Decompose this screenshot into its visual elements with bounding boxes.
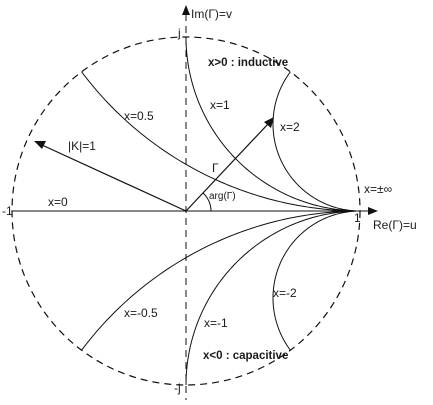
- right-one-label: 1: [354, 211, 361, 225]
- capacitive-label: x<0 : capacitive: [203, 350, 288, 362]
- real-axis-arrowhead: [368, 207, 378, 215]
- reactance-arc-1: [185, 36, 361, 212]
- x-minus-1-label: x=-1: [204, 316, 228, 330]
- x-zero-label: x=0: [48, 195, 68, 209]
- gamma-vector-arrowhead: [264, 117, 274, 128]
- arg-gamma-label: arg(Γ): [209, 191, 236, 202]
- x-0.5-label: x=0.5: [124, 109, 154, 123]
- bottom-minus-j-label: -j: [174, 381, 181, 395]
- im-axis-label: Im(Γ)=v: [191, 7, 232, 21]
- magnitude-k-label: |K|=1: [68, 139, 96, 153]
- x-infinity-label: x=±∞: [364, 182, 392, 196]
- re-axis-label: Re(Γ)=u: [373, 218, 417, 232]
- top-j-label: j: [177, 26, 181, 40]
- reactance-arc-2: [272, 71, 361, 212]
- left-minus-one-label: -1: [2, 204, 13, 218]
- inductive-label: x>0 : inductive: [208, 57, 288, 69]
- x-2-label: x=2: [280, 120, 300, 134]
- imaginary-axis-arrowhead: [182, 5, 190, 15]
- arg-gamma-angle-arc: [202, 192, 212, 212]
- gamma-label: Γ: [212, 161, 219, 175]
- x-minus-2-label: x=-2: [273, 286, 297, 300]
- x-1-label: x=1: [210, 98, 230, 112]
- reactance-arc--1: [185, 210, 361, 386]
- reactance-curves: [81, 36, 361, 386]
- gamma-vector: [185, 123, 269, 212]
- reactance-arc--2: [272, 210, 361, 351]
- unit-magnitude-vector: [41, 144, 187, 212]
- reactance-arc-0_5: [81, 71, 361, 212]
- x-minus-0.5-label: x=-0.5: [124, 306, 158, 320]
- unit-magnitude-vector-arrowhead: [34, 141, 46, 149]
- reactance-arc--0_5: [81, 210, 361, 351]
